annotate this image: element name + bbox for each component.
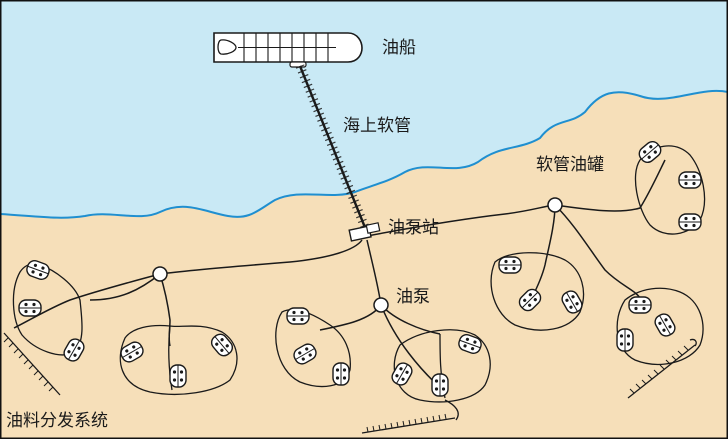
pump-node-right bbox=[547, 197, 563, 213]
pump-node-center bbox=[373, 297, 389, 313]
label-tanker: 油船 bbox=[382, 38, 416, 58]
sea-area bbox=[0, 0, 728, 218]
pump-node-left bbox=[152, 266, 168, 282]
pump-station-block bbox=[348, 222, 381, 242]
label-distribution-system: 油料分发系统 bbox=[6, 411, 108, 431]
tank-loops bbox=[12, 145, 706, 403]
label-pump: 油泵 bbox=[396, 287, 430, 307]
shoreline bbox=[0, 89, 728, 219]
label-hose-tank: 软管油罐 bbox=[536, 155, 604, 175]
shore-pipelines bbox=[3, 332, 697, 434]
sea-hose-line bbox=[295, 64, 371, 232]
tanker-ship bbox=[213, 32, 363, 68]
pump-nodes bbox=[152, 197, 563, 313]
label-sea-hose: 海上软管 bbox=[343, 116, 411, 136]
label-pump-station: 油泵站 bbox=[388, 218, 439, 238]
